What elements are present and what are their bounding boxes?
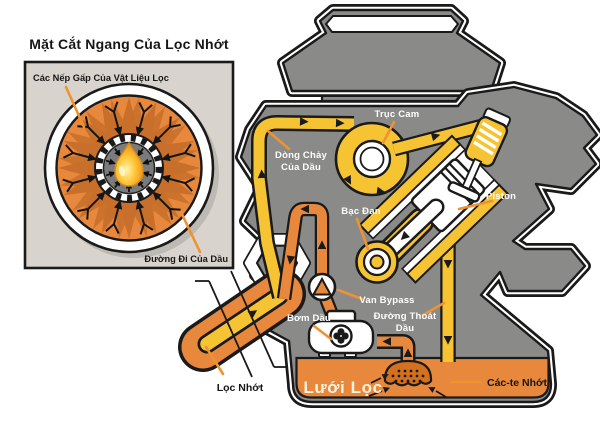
strainer-label: Lưới Lọc [303,378,382,397]
droplet-highlight [118,165,126,177]
oil-channel-strainer [377,334,416,364]
inset-title: Mặt Cắt Ngang Của Lọc Nhớt [29,35,229,52]
strainer-holes [391,369,425,383]
leader-line [64,85,86,129]
bearing-label: Bạc Đạn [341,206,380,217]
oil-filter [178,269,306,372]
crankshaft-bearing [355,240,399,284]
valve-cover [277,4,506,97]
oil-flow-label: Dòng Chảy [275,150,327,161]
sump-label: Các-te Nhớt [487,377,547,389]
camshaft-label: Trục Cam [375,109,420,120]
oil-channel-main-gallery [251,115,355,299]
cover-recess [324,15,460,33]
flow-arrows [247,117,453,398]
leader-lines [204,120,494,384]
bypass-triangle-icon [311,276,333,296]
piston-cylinder [358,134,509,284]
oil-channel-valve-feed [392,116,492,157]
bypass-label: Van Bypass [359,295,414,306]
valve-spring [473,121,503,156]
perforated-tube-ring [95,134,163,202]
oil-flow-label: Của Dầu [281,162,321,173]
oil-pump [307,309,375,358]
filter-label: Lọc Nhớt [217,382,264,394]
valve-head [447,181,481,203]
drain-label: Đường Thoát [374,311,437,322]
pump-gear-icon [329,324,353,348]
section-cut-lines [195,270,288,378]
pump-label: Bơm Dầu [287,313,331,324]
leader-line [179,210,202,254]
pleats-label: Các Nếp Gấp Của Vật Liệu Lọc [33,73,169,83]
bypass-valve [307,272,337,302]
filter-cross-section-inset: Mặt Cắt Ngang Của Lọc Nhớt [23,35,235,270]
camshaft [334,121,410,197]
drain-label: Dầu [396,323,415,334]
valve-assembly [447,107,512,203]
piston-label: Piston [486,191,516,202]
oil-strainer [383,359,433,387]
oil-path-label: Đường Đi Của Dầu [144,254,228,264]
oil-channel-filter-feed [276,201,330,301]
engine-cutaway: Trục Cam Dòng Chảy Của Dầu Piston Bạc Đạ… [178,4,600,408]
